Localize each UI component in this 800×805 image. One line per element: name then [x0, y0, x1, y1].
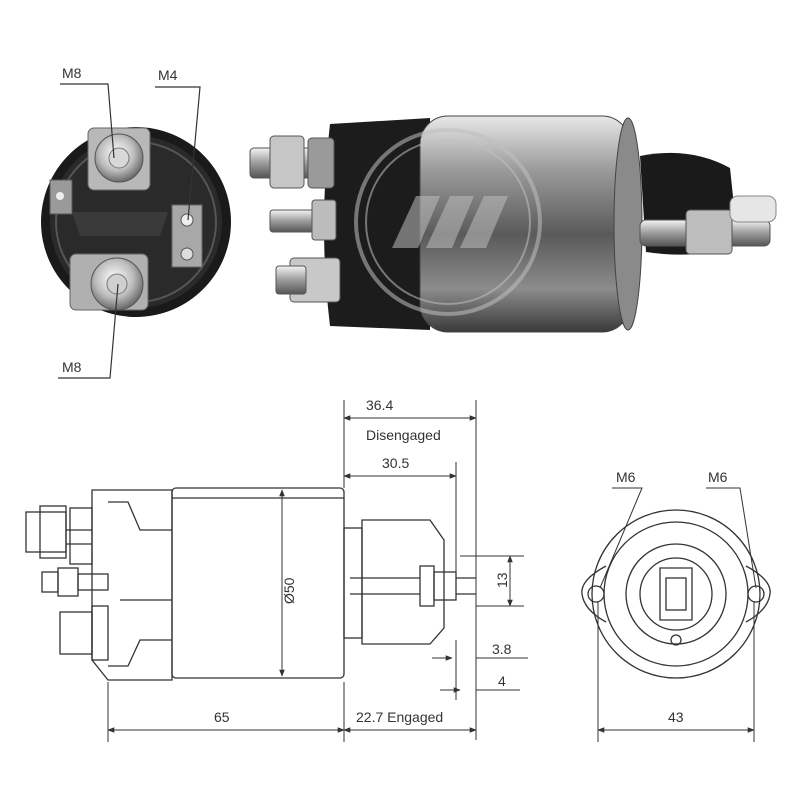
dim-disengaged-length: 36.4 [366, 397, 393, 413]
end-outer-circle [591, 509, 761, 679]
drawing-top-stud [25, 505, 93, 565]
dim-offset-a: 3.8 [492, 641, 512, 657]
label-m4: M4 [158, 67, 178, 83]
label-m8-bottom: M8 [62, 359, 82, 375]
drawing-middle-stud [41, 567, 109, 597]
side-view-photo [249, 115, 777, 333]
dim-engaged-length: 22.7 Engaged [356, 709, 443, 725]
black-cap [324, 118, 430, 330]
dim-plunger-height: 13 [494, 572, 510, 588]
watermark-logo [354, 128, 542, 316]
side-dimensions [107, 400, 528, 742]
dim-disengaged-caption: Disengaged [366, 427, 441, 443]
side-drawing [25, 487, 476, 681]
insulator-fins [72, 212, 168, 236]
dim-mount-spacing: 43 [668, 709, 684, 725]
photo-leader-lines [58, 83, 201, 379]
dim-body-diameter: Ø50 [281, 577, 297, 604]
dim-engaged-stroke: 30.5 [382, 455, 409, 471]
side-top-stud [249, 135, 335, 189]
mount-hole-left [587, 585, 605, 603]
dim-offset-b: 4 [498, 673, 506, 689]
end-center-slot [659, 567, 693, 621]
mount-hole-right [747, 585, 765, 603]
end-view-photo [41, 127, 231, 317]
label-m6-left: M6 [616, 469, 636, 485]
drawing-bottom-stud [59, 605, 109, 661]
drawing-body [171, 487, 345, 679]
drawing-cap [91, 489, 173, 681]
label-m8-top: M8 [62, 65, 82, 81]
dim-body-length: 65 [214, 709, 230, 725]
end-small-hole [670, 634, 682, 646]
bottom-m8-stud [69, 253, 149, 311]
end-drawing [581, 509, 771, 679]
end-dimensions [597, 487, 757, 742]
mount-ear-right [745, 565, 771, 623]
mount-ear-left [581, 565, 607, 623]
side-middle-stud [269, 199, 337, 241]
side-bottom-stud [275, 257, 341, 303]
m4-terminal [171, 204, 203, 268]
drawing-plunger [343, 519, 476, 645]
label-m6-right: M6 [708, 469, 728, 485]
bracket-hole [56, 192, 64, 200]
top-m8-stud [87, 127, 151, 191]
